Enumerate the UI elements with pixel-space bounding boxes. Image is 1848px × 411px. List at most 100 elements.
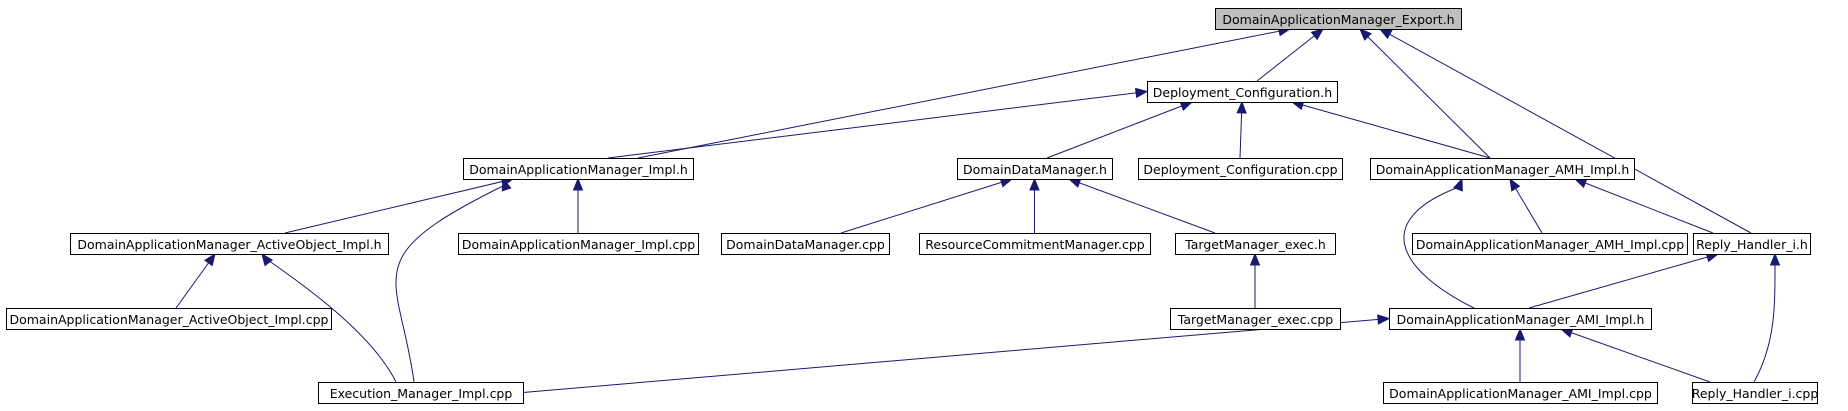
node-label[interactable]: DomainDataManager.h (963, 162, 1107, 177)
node-box[interactable] (1147, 81, 1338, 103)
arrowhead (572, 177, 584, 191)
node-rcm-cpp[interactable]: ResourceCommitmentManager.cpp (919, 233, 1151, 255)
edge-rcm_cpp-to-ddm_h (1029, 177, 1040, 233)
node-tm-exec-h[interactable]: TargetManager_exec.h (1175, 233, 1336, 255)
edge-line (1068, 178, 1216, 234)
edge-tm_exec_cpp-to-tm_exec_h (1249, 252, 1261, 308)
edge-amh_impl_h-to-export_h (1359, 28, 1491, 159)
node-box[interactable] (1693, 233, 1811, 255)
node-deploy-cfg-h[interactable]: Deployment_Configuration.h (1147, 81, 1338, 103)
arrowhead (1573, 178, 1588, 189)
node-box[interactable] (1170, 308, 1341, 330)
node-box[interactable] (463, 158, 694, 180)
node-label[interactable]: Execution_Manager_Impl.cpp (330, 386, 513, 401)
arrowhead (1514, 327, 1526, 341)
node-label[interactable]: DomainApplicationManager_ActiveObject_Im… (77, 237, 381, 252)
node-ddm-cpp[interactable]: DomainDataManager.cpp (721, 233, 890, 255)
arrowhead (204, 252, 216, 267)
node-label[interactable]: Deployment_Configuration.cpp (1143, 162, 1337, 177)
node-reply-handler-h[interactable]: Reply_Handler_i.h (1693, 233, 1811, 255)
edge-ddm_h-to-deploy_cfg_h (1046, 101, 1194, 159)
edge-amh_impl_h-to-deploy_cfg_h (1290, 100, 1491, 159)
arrowhead (1377, 314, 1391, 325)
node-dam-impl-h[interactable]: DomainApplicationManager_Impl.h (463, 158, 694, 180)
node-box[interactable] (318, 382, 524, 404)
node-label[interactable]: TargetManager_exec.cpp (1177, 312, 1334, 327)
edge-line (264, 257, 397, 383)
edge-dam_impl_h-to-deploy_cfg_h (607, 87, 1149, 159)
node-box[interactable] (6, 308, 332, 330)
node-label[interactable]: DomainApplicationManager_Export.h (1222, 12, 1454, 27)
arrowhead (1359, 28, 1372, 41)
arrowhead (1769, 252, 1781, 266)
node-box[interactable] (721, 233, 890, 255)
arrowhead (1179, 101, 1194, 112)
node-box[interactable] (1175, 233, 1336, 255)
node-box[interactable] (1389, 308, 1652, 330)
edge-dam_impl_cpp-to-dam_impl_h (572, 177, 584, 233)
node-box[interactable] (1138, 158, 1343, 180)
edge-line (1574, 178, 1714, 234)
edge-line (1379, 28, 1752, 234)
edge-exec_mgr_cpp-to-dam_impl_h (395, 177, 512, 383)
node-label[interactable]: DomainApplicationManager_AMH_Impl.cpp (1416, 237, 1684, 252)
node-amh-impl-h[interactable]: DomainApplicationManager_AMH_Impl.h (1370, 158, 1635, 180)
node-box[interactable] (458, 233, 699, 255)
node-label[interactable]: DomainApplicationManager_AMH_Impl.h (1376, 162, 1630, 177)
node-box[interactable] (70, 233, 389, 255)
node-label[interactable]: TargetManager_exec.h (1184, 237, 1326, 252)
arrowhead (1236, 100, 1247, 114)
edge-line (522, 318, 1390, 393)
edge-reply_handler_h-to-amh_impl_h (1573, 178, 1714, 234)
node-label[interactable]: Reply_Handler_i.cpp (1692, 386, 1819, 401)
node-ao-impl-h[interactable]: DomainApplicationManager_ActiveObject_Im… (70, 233, 389, 255)
node-label[interactable]: ResourceCommitmentManager.cpp (925, 237, 1145, 252)
edge-deploy_cfg_h-to-export_h (1256, 28, 1325, 82)
node-box[interactable] (1383, 382, 1658, 404)
node-box[interactable] (1692, 382, 1818, 404)
edge-line (607, 91, 1148, 159)
node-label[interactable]: DomainApplicationManager_AMI_Impl.h (1397, 312, 1645, 327)
edge-reply_handler_h-to-export_h (1378, 28, 1752, 234)
node-box[interactable] (1412, 233, 1688, 255)
node-ao-impl-cpp[interactable]: DomainApplicationManager_ActiveObject_Im… (6, 308, 332, 330)
node-label[interactable]: DomainDataManager.cpp (726, 237, 885, 252)
node-export-h[interactable]: DomainApplicationManager_Export.h (1215, 8, 1462, 30)
node-box[interactable] (1215, 8, 1462, 30)
node-deploy-cfg-cpp[interactable]: Deployment_Configuration.cpp (1138, 158, 1343, 180)
edge-ami_impl_h-to-amh_impl_h (1403, 177, 1475, 309)
edge-ao_impl_cpp-to-ao_impl_h (175, 252, 216, 309)
edge-reply_handler_cpp-to-ami_impl_h (1559, 327, 1711, 383)
edge-line (395, 184, 506, 383)
node-label[interactable]: DomainApplicationManager_Impl.h (469, 162, 688, 177)
edge-line (1528, 253, 1719, 309)
arrowhead (1310, 28, 1325, 41)
node-label[interactable]: Reply_Handler_i.h (1696, 237, 1808, 252)
node-label[interactable]: DomainApplicationManager_Impl.cpp (462, 237, 695, 252)
arrowhead (1378, 28, 1393, 40)
node-label[interactable]: Deployment_Configuration.h (1153, 85, 1332, 100)
node-box[interactable] (919, 233, 1151, 255)
node-ami-impl-cpp[interactable]: DomainApplicationManager_AMI_Impl.cpp (1383, 382, 1658, 404)
node-reply-handler-cpp[interactable]: Reply_Handler_i.cpp (1692, 382, 1819, 404)
node-ddm-h[interactable]: DomainDataManager.h (957, 158, 1113, 180)
arrowhead (1453, 177, 1463, 192)
edge-ami_impl_cpp-to-ami_impl_h (1514, 327, 1526, 382)
arrowhead (1509, 177, 1521, 192)
node-dam-impl-cpp[interactable]: DomainApplicationManager_Impl.cpp (458, 233, 699, 255)
node-amh-impl-cpp[interactable]: DomainApplicationManager_AMH_Impl.cpp (1412, 233, 1688, 255)
node-ami-impl-h[interactable]: DomainApplicationManager_AMI_Impl.h (1389, 308, 1652, 330)
edge-line (637, 28, 1291, 159)
node-box[interactable] (1370, 158, 1635, 180)
arrowhead (1249, 252, 1261, 266)
node-exec-mgr-cpp[interactable]: Execution_Manager_Impl.cpp (318, 382, 524, 404)
edge-line (1256, 28, 1324, 82)
node-box[interactable] (957, 158, 1113, 180)
node-label[interactable]: DomainApplicationManager_ActiveObject_Im… (9, 312, 328, 327)
edge-line (1403, 186, 1475, 309)
node-label[interactable]: DomainApplicationManager_AMI_Impl.cpp (1389, 386, 1652, 401)
node-tm-exec-cpp[interactable]: TargetManager_exec.cpp (1170, 308, 1341, 330)
arrowhead (1134, 87, 1149, 99)
edge-deploy_cfg_cpp-to-deploy_cfg_h (1236, 100, 1247, 159)
